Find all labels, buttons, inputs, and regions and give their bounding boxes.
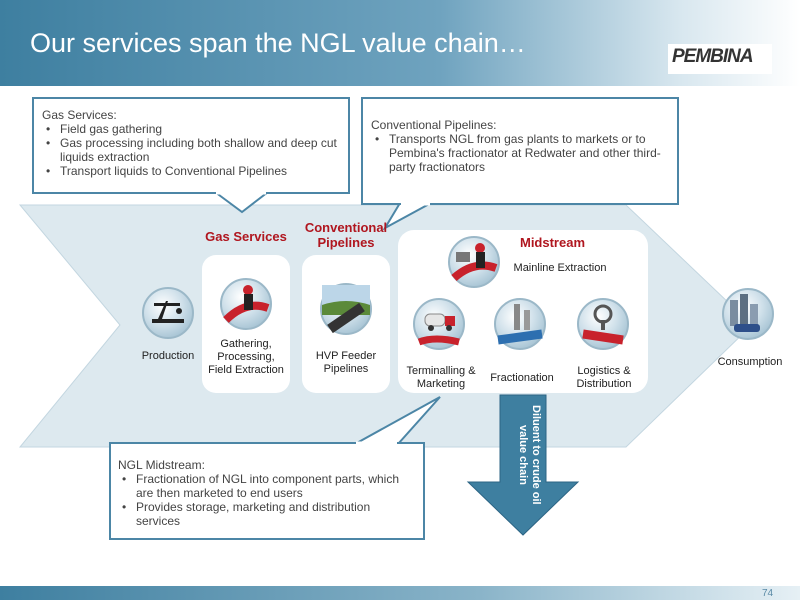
diluent-arrow-label: Diluent to crude oil value chain	[517, 405, 542, 505]
pembina-logo-text: PEMBINA	[672, 46, 754, 67]
mainline-extraction-label: Mainline Extraction	[513, 262, 607, 274]
gas-callout-item: Gas processing including both shallow an…	[46, 136, 342, 164]
midstream-callout-title: NGL Midstream:	[118, 458, 205, 472]
header-banner	[0, 0, 800, 86]
city-icon	[722, 288, 774, 340]
gas-services-callout: Gas Services: Field gas gathering Gas pr…	[42, 108, 342, 178]
page-number: 74	[762, 588, 774, 599]
pipelines-callout-item: Transports NGL from gas plants to market…	[375, 132, 669, 174]
tanker-truck-icon	[413, 298, 465, 350]
pipelines-callout-title: Conventional Pipelines:	[371, 118, 497, 132]
hvp-feeder-label: HVP Feeder Pipelines	[315, 350, 377, 375]
footer-bar	[0, 586, 800, 600]
pipelines-callout: Conventional Pipelines: Transports NGL f…	[371, 118, 669, 174]
midstream-callout-item: Fractionation of NGL into component part…	[122, 472, 416, 500]
gas-callout-item: Transport liquids to Conventional Pipeli…	[46, 164, 342, 178]
terminalling-label: Terminalling & Marketing	[406, 365, 476, 390]
page-title: Our services span the NGL value chain…	[30, 28, 526, 58]
gathering-label: Gathering, Processing, Field Extraction	[208, 338, 284, 376]
consumption-label: Consumption	[717, 356, 783, 368]
diluent-down-arrow	[466, 394, 580, 536]
gas-worker-icon	[220, 278, 272, 330]
conventional-pipelines-heading: Conventional Pipelines	[304, 220, 388, 250]
oil-pump-icon	[142, 287, 194, 339]
production-label: Production	[141, 350, 195, 362]
gas-callout-title: Gas Services:	[42, 108, 117, 122]
valve-icon	[577, 298, 629, 350]
logistics-label: Logistics & Distribution	[576, 365, 632, 390]
fractionation-tower-icon	[494, 298, 546, 350]
fractionation-label: Fractionation	[490, 372, 554, 384]
gas-callout-item: Field gas gathering	[46, 122, 342, 136]
gas-services-heading: Gas Services	[205, 229, 287, 244]
midstream-heading: Midstream	[519, 235, 586, 250]
midstream-callout-item: Provides storage, marketing and distribu…	[122, 500, 416, 528]
gas-worker-icon	[448, 236, 500, 288]
midstream-callout: NGL Midstream: Fractionation of NGL into…	[118, 458, 416, 528]
pipeline-icon	[320, 283, 372, 335]
pembina-logo	[668, 44, 772, 74]
